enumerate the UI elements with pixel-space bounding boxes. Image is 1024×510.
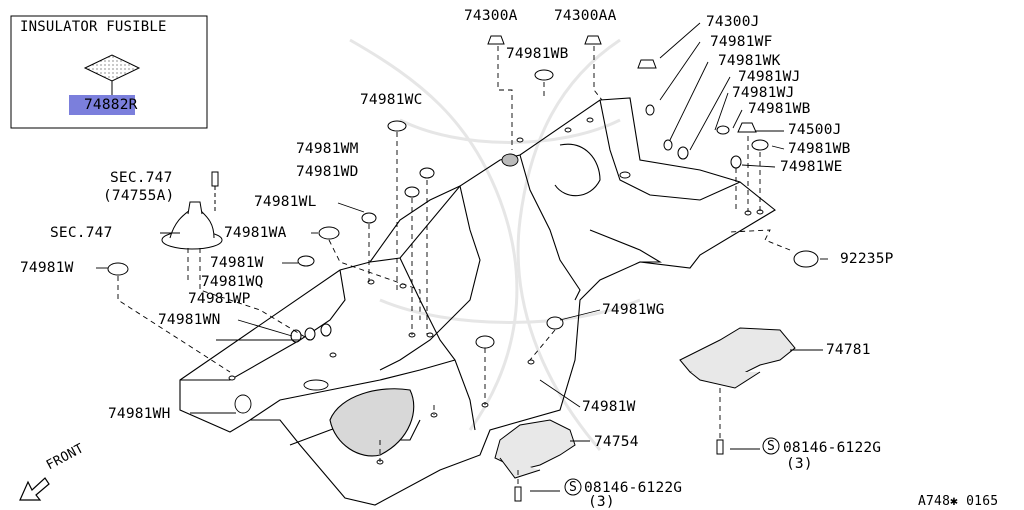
part-74981WH[interactable]: 74981WH	[108, 406, 171, 422]
part-74981WA[interactable]: 74981WA	[224, 225, 287, 241]
bolt-part-bottom[interactable]: 08146-6122G	[584, 480, 683, 496]
part-74981W-mid[interactable]: 74981W	[210, 255, 264, 271]
shifter-boot	[161, 171, 223, 250]
sec-747-ref-b[interactable]: SEC.747	[50, 225, 113, 241]
part-74981WP[interactable]: 74981WP	[188, 291, 251, 307]
dashed-guides	[117, 46, 791, 486]
part-74981WC[interactable]: 74981WC	[360, 92, 423, 108]
part-74981WQ[interactable]: 74981WQ	[201, 274, 264, 290]
inset-box	[10, 15, 208, 129]
leader-lines	[96, 22, 828, 492]
bolts	[514, 437, 780, 502]
part-74981WN[interactable]: 74981WN	[158, 312, 221, 328]
part-74981WD[interactable]: 74981WD	[296, 164, 359, 180]
watermark-emblem	[349, 38, 641, 451]
part-74981WF[interactable]: 74981WF	[710, 34, 773, 50]
part-74981WM[interactable]: 74981WM	[296, 141, 359, 157]
part-74981WL[interactable]: 74981WL	[254, 194, 317, 210]
bolt-symbol-bottom: S	[569, 480, 578, 495]
part-74981W-left[interactable]: 74981W	[20, 260, 74, 276]
sec-747-ref-a[interactable]: SEC.747	[110, 170, 173, 186]
diagram-code: A748✱ 0165	[918, 494, 999, 509]
part-74300J[interactable]: 74300J	[706, 14, 760, 30]
heat-shield-74781	[679, 327, 796, 389]
part-92235P[interactable]: 92235P	[840, 251, 894, 267]
floor-insulator-body	[179, 97, 776, 506]
sec-747-ref-a-sub: (74755A)	[103, 188, 175, 204]
inset-part-number[interactable]: 74882R	[84, 97, 138, 113]
bolt-qty-bottom: (3)	[588, 494, 615, 510]
bolt-symbol-right: S	[767, 439, 776, 454]
part-74981WB-mid[interactable]: 74981WB	[748, 101, 811, 117]
part-74300AA[interactable]: 74300AA	[554, 8, 617, 24]
part-74981WJ-1[interactable]: 74981WJ	[738, 69, 801, 85]
part-74754[interactable]: 74754	[594, 434, 639, 450]
part-74981WB-right[interactable]: 74981WB	[788, 141, 851, 157]
part-74981W-bottom[interactable]: 74981W	[582, 399, 636, 415]
inset-title: INSULATOR FUSIBLE	[20, 19, 167, 35]
part-74500J[interactable]: 74500J	[788, 122, 842, 138]
part-74300A[interactable]: 74300A	[464, 8, 518, 24]
part-highlight	[69, 95, 135, 115]
part-74781[interactable]: 74781	[826, 342, 871, 358]
part-74981WB-top[interactable]: 74981WB	[506, 46, 569, 62]
heat-shield-74754	[494, 419, 576, 479]
part-74981WG[interactable]: 74981WG	[602, 302, 665, 318]
bolt-qty-right: (3)	[786, 456, 813, 472]
front-arrow-icon	[19, 477, 50, 501]
part-74981WE[interactable]: 74981WE	[780, 159, 843, 175]
loose-parts	[107, 35, 819, 349]
part-74981WJ-2[interactable]: 74981WJ	[732, 85, 795, 101]
bolt-part-right[interactable]: 08146-6122G	[783, 440, 882, 456]
part-74981WK[interactable]: 74981WK	[718, 53, 781, 69]
